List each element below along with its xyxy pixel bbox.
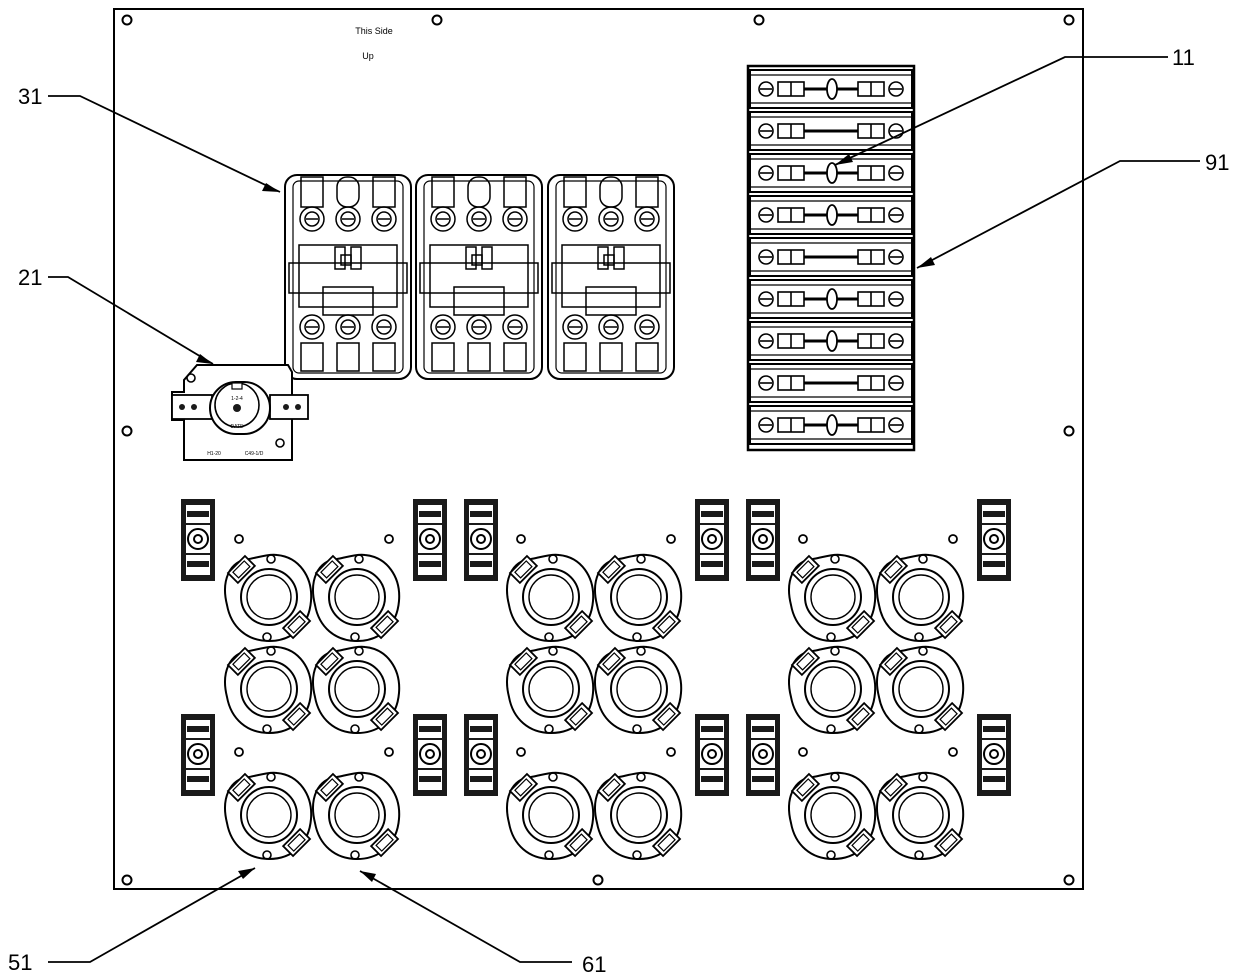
thermostat-disc [312,645,401,734]
thermostat-disc [506,553,595,642]
thermostat-disc [594,645,683,734]
leader-lines [48,56,1200,963]
terminal-block-strip [746,64,916,452]
vertical-terminal [976,498,1012,582]
disc-mounting-holes [234,534,958,757]
vertical-terminal [180,498,216,582]
vertical-terminal [412,713,448,797]
callout-21: 21 [18,265,42,290]
vertical-terminal [745,498,781,582]
thermostat-disc [506,645,595,734]
thermostat-disc [224,645,313,734]
thermostat-disc [312,553,401,642]
orientation-text-line2: Up [362,51,374,61]
thermostat-disc [224,771,313,860]
thermostat-disc [876,553,965,642]
panel-mounting-holes [121,14,1075,886]
leader-arrowheads [196,154,935,882]
thermostat-disc [506,771,595,860]
vertical-terminal [463,498,499,582]
vertical-terminal [694,498,730,582]
callout-31: 31 [18,84,42,109]
thermostat-disc [876,771,965,860]
timer-label-date: DATE [231,424,245,430]
thermostat-disc [788,553,877,642]
callout-51: 51 [8,950,32,975]
vertical-terminal [976,713,1012,797]
timer-label-right: C49-1/D [245,451,264,457]
callout-61: 61 [582,952,606,977]
vertical-terminal [463,713,499,797]
vertical-terminal [412,498,448,582]
timer-label-top: 1-2-4 [231,396,243,402]
vertical-terminal [694,713,730,797]
orientation-text-line1: This Side [355,26,393,36]
vertical-terminal [745,713,781,797]
thermostat-disc [594,771,683,860]
thermostat-disc [312,771,401,860]
vertical-terminal [180,713,216,797]
thermostat-disc [788,645,877,734]
thermostat-disc [594,553,683,642]
callout-91: 91 [1205,150,1229,175]
thermostat-disc [224,553,313,642]
timer-label-left: H1-20 [207,451,221,457]
callout-11: 11 [1172,45,1195,70]
thermostat-disc [788,771,877,860]
thermostat-disc [876,645,965,734]
timer-module: 1-2-4 DATE H1-20 C49-1/D [171,364,309,461]
